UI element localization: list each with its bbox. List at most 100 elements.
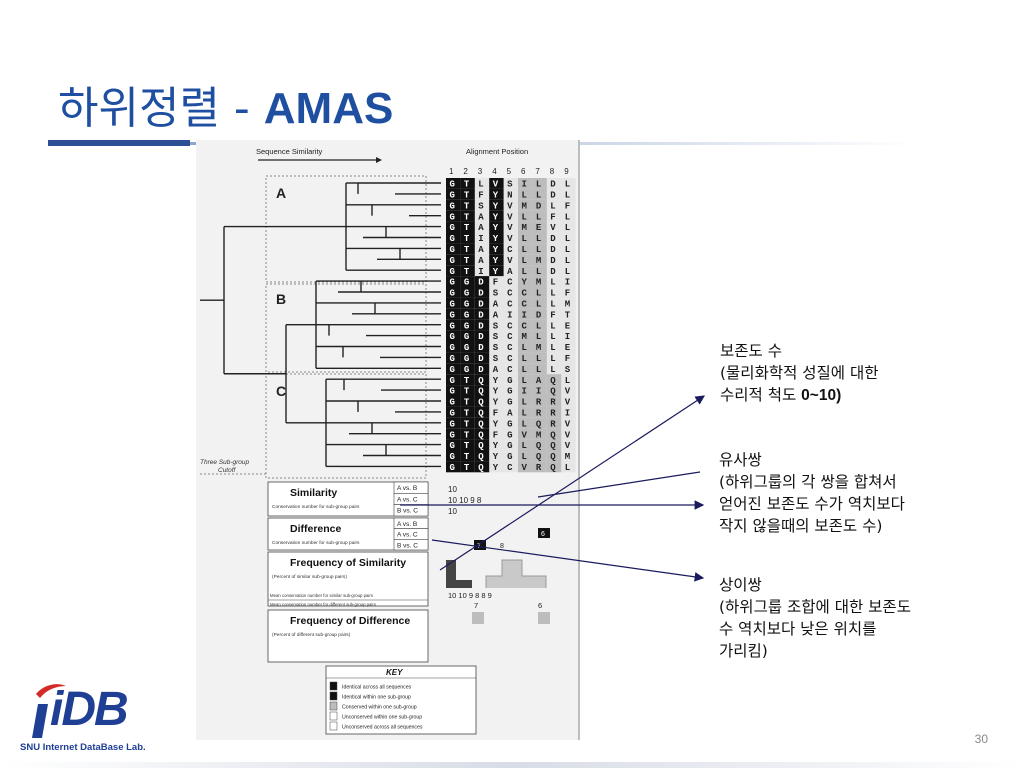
alignment-residue: L (550, 289, 555, 299)
group-label-c: C (276, 383, 286, 399)
alignment-residue: L (536, 191, 541, 201)
alignment-residue: Q (478, 419, 484, 429)
alignment-residue: L (522, 245, 527, 255)
alignment-residue: Y (493, 267, 499, 277)
score-row-subtitle: Conservation number for sub-group pairs (272, 504, 360, 510)
similar-pair-note: 유사쌍 (하위그룹의 각 쌍을 합쳐서 얻어진 보존도 수가 역치보다 작지 않… (719, 449, 905, 537)
alignment-residue: L (522, 452, 527, 462)
alignment-residue: V (507, 201, 513, 211)
key-item: Conserved within one sub-group (342, 705, 417, 711)
alignment-residue: L (536, 289, 541, 299)
alignment-residue: I (507, 310, 512, 320)
alignment-residue: M (522, 201, 527, 211)
title-latin: AMAS (263, 84, 394, 133)
different-pair-note-line1: 상이쌍 (719, 576, 762, 594)
alignment-residue: G (450, 376, 455, 386)
alignment-residue: I (565, 278, 570, 288)
alignment-residue: G (464, 332, 469, 342)
key-title: KEY (386, 668, 403, 677)
alignment-residue: D (478, 343, 484, 353)
similar-pair-note-line4: 작지 않을때의 보존도 수) (719, 517, 883, 535)
alignment-residue: F (565, 354, 570, 364)
alignment-residue: M (536, 430, 541, 440)
alignment-residue: Y (493, 191, 499, 201)
alignment-residue: T (464, 201, 470, 211)
alignment-residue: G (450, 441, 455, 451)
alignment-residue: C (507, 289, 513, 299)
alignment-residue: S (493, 354, 499, 364)
alignment-residue: L (522, 343, 527, 353)
alignment-residue: D (550, 191, 556, 201)
difference-value: 8 (500, 543, 504, 550)
alignment-residue: D (536, 310, 542, 320)
pair-label: A vs. B (397, 485, 417, 492)
alignment-residue: L (536, 267, 541, 277)
alignment-residue: Q (550, 463, 556, 473)
score-row-name: Similarity (290, 487, 337, 499)
alignment-residue: F (565, 201, 570, 211)
alignment-residue: G (464, 354, 469, 364)
alignment-residue: G (450, 332, 455, 342)
alignment-residue: Q (536, 452, 542, 462)
alignment-residue: Q (550, 452, 556, 462)
arrow-to-similar-note-2 (537, 471, 701, 498)
alignment-residue: L (536, 300, 541, 310)
alignment-residue: Y (493, 201, 499, 211)
alignment-residue: L (565, 376, 570, 386)
alignment-residue: T (464, 387, 470, 397)
title-korean: 하위정렬 (58, 83, 220, 134)
group-label-a: A (276, 185, 286, 201)
alignment-residue: Q (478, 387, 484, 397)
mean-similar-values: 10 10 9 8 8 9 (448, 591, 492, 600)
alignment-residue: L (478, 180, 483, 190)
similar-pair-note-line3: 얻어진 보존도 수가 역치보다 (719, 495, 905, 513)
alignment-residue: R (536, 463, 542, 473)
conservation-note-line1: 보존도 수 (720, 342, 782, 360)
alignment-residue: V (507, 234, 513, 244)
alignment-residue: T (464, 191, 470, 201)
alignment-residue: L (565, 234, 570, 244)
pair-label: A vs. B (397, 521, 417, 528)
alignment-residue: L (565, 191, 570, 201)
alignment-residue: L (522, 234, 527, 244)
alignment-residue: V (565, 441, 571, 451)
alignment-residue: L (522, 267, 527, 277)
alignment-residue: G (464, 289, 469, 299)
alignment-residue: A (478, 212, 484, 222)
position-number: 9 (564, 167, 569, 176)
position-number: 2 (463, 167, 468, 176)
alignment-residue: G (450, 212, 455, 222)
alignment-residue: S (507, 180, 513, 190)
alignment-residue: Y (493, 223, 499, 233)
alignment-residue: D (550, 267, 556, 277)
position-number: 4 (492, 167, 497, 176)
alignment-residue: D (550, 180, 556, 190)
key-item: Identical within one sub-group (342, 695, 411, 701)
mean-different-value: 6 (538, 601, 542, 610)
score-row-subtitle: (Percent of different sub-group pairs) (272, 632, 351, 638)
similarity-value: 10 10 9 8 (448, 496, 482, 505)
alignment-residue: Q (478, 441, 484, 451)
page-number: 30 (974, 732, 988, 746)
position-number: 1 (449, 167, 454, 176)
alignment-residue: T (464, 223, 470, 233)
alignment-residue: R (536, 409, 542, 419)
alignment-residue: S (493, 332, 499, 342)
alignment-residue: F (550, 310, 555, 320)
alignment-residue: Q (550, 376, 556, 386)
slide-title: 하위정렬 - AMAS (58, 72, 393, 136)
alignment-residue: L (536, 321, 541, 331)
bottom-rule (0, 762, 1024, 768)
alignment-residue: G (450, 321, 455, 331)
alignment-residue: G (464, 365, 469, 375)
alignment-residue: Y (522, 278, 528, 288)
alignment-residue: L (522, 441, 527, 451)
alignment-residue: L (550, 343, 555, 353)
score-row-name: Difference (290, 523, 342, 535)
key-item: Unconserved within one sub-group (342, 715, 422, 721)
alignment-residue: T (464, 234, 470, 244)
pair-label: B vs. C (397, 508, 418, 515)
alignment-residue: G (450, 430, 455, 440)
alignment-residue: D (478, 278, 484, 288)
